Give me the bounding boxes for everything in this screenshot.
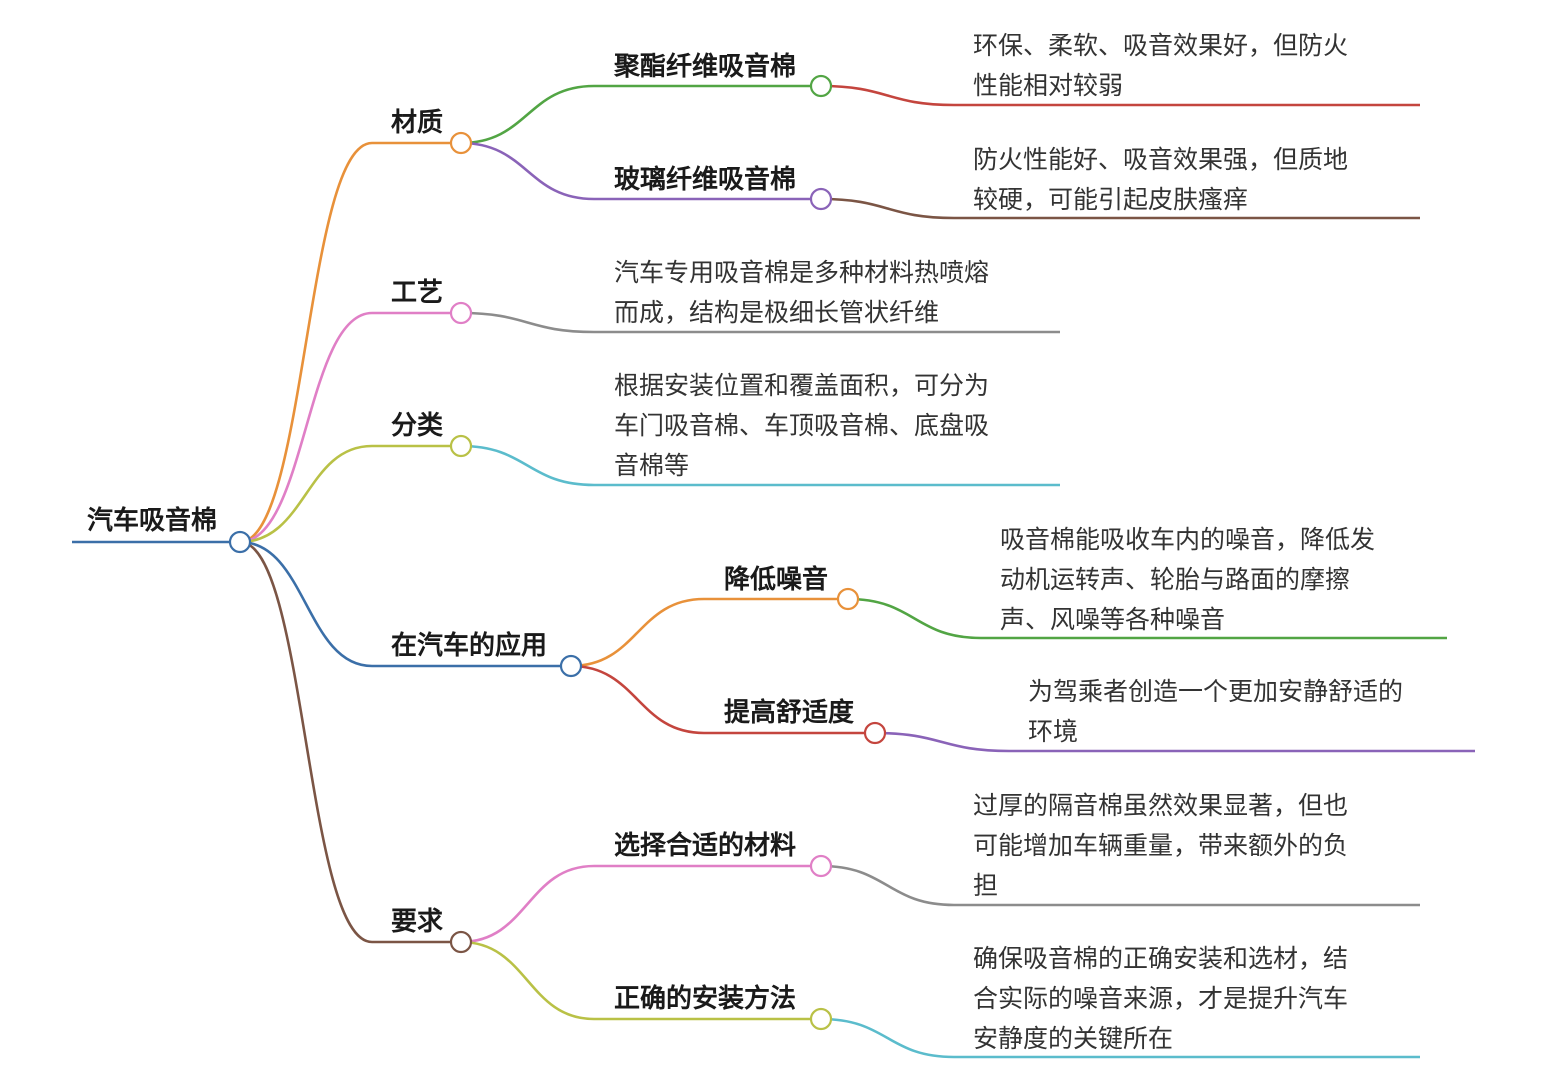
sub-label-noise-reduction[interactable]: 降低噪音 <box>724 565 829 595</box>
sub-label-material-choice[interactable]: 选择合适的材料 <box>614 831 797 861</box>
child-node-circle-4-0[interactable] <box>809 854 833 878</box>
edge-child-3-0-to-leaf <box>847 597 982 640</box>
child-node-circle-0-1[interactable] <box>809 187 833 211</box>
sub-label-glass-fiber[interactable]: 玻璃纤维吸音棉 <box>614 165 797 195</box>
edge-child-3-1-to-leaf <box>874 731 1010 753</box>
edge-branch-3-to-child-1 <box>570 664 705 735</box>
branch-label-requirements[interactable]: 要求 <box>391 907 444 937</box>
edge-branch-1-to-leaf <box>460 311 595 334</box>
leaf-text-comfort: 为驾乘者创造一个更加安静舒适的 环境 <box>1028 677 1404 746</box>
leaf-text-material-choice: 过厚的隔音棉虽然效果显著，但也 可能增加车辆重量，带来额外的负 担 <box>973 791 1349 900</box>
edge-child-4-0-to-leaf <box>820 864 955 907</box>
leaf-text-polyester: 环保、柔软、吸音效果好，但防火 性能相对较弱 <box>973 31 1349 100</box>
sub-label-comfort[interactable]: 提高舒适度 <box>724 698 855 728</box>
branch-node-circle-3[interactable] <box>559 654 583 678</box>
edge-root-to-branch-3 <box>239 540 373 668</box>
edge-root-to-branch-4 <box>239 540 373 944</box>
edge-branch-0-to-child-1 <box>460 141 595 201</box>
edge-branch-0-to-child-0 <box>460 84 595 145</box>
edge-branch-4-to-child-0 <box>460 864 595 944</box>
leaf-text-glass-fiber: 防火性能好、吸音效果强，但质地 较硬，可能引起皮肤瘙痒 <box>973 145 1349 214</box>
leaf-text-installation: 确保吸音棉的正确安装和选材，结 合实际的噪音来源，才是提升汽车 安静度的关键所在 <box>973 944 1349 1053</box>
edges-layer <box>72 84 1475 1059</box>
child-node-circle-4-1[interactable] <box>809 1007 833 1031</box>
branch-node-circle-2[interactable] <box>449 434 473 458</box>
leaf-text-category: 根据安装位置和覆盖面积，可分为 车门吸音棉、车顶吸音棉、底盘吸 音棉等 <box>614 371 990 480</box>
branch-label-category[interactable]: 分类 <box>391 411 444 441</box>
edge-root-to-branch-2 <box>239 444 373 544</box>
branch-node-circle-1[interactable] <box>449 301 473 325</box>
root-node-circle[interactable] <box>228 530 252 554</box>
sub-label-polyester[interactable]: 聚酯纤维吸音棉 <box>614 52 797 82</box>
edge-branch-4-to-child-1 <box>460 940 595 1021</box>
edge-root-to-branch-0 <box>239 141 373 544</box>
leaf-text-process: 汽车专用吸音棉是多种材料热喷熔 而成，结构是极细长管状纤维 <box>614 258 990 327</box>
edge-branch-3-to-child-0 <box>570 597 705 668</box>
edge-root-to-branch-1 <box>239 311 373 544</box>
root-label[interactable]: 汽车吸音棉 <box>87 506 218 536</box>
node-circles-layer <box>228 74 887 1031</box>
branch-node-circle-4[interactable] <box>449 930 473 954</box>
branch-label-material[interactable]: 材质 <box>391 108 444 138</box>
leaf-text-noise-reduction: 吸音棉能吸收车内的噪音，降低发 动机运转声、轮胎与路面的摩擦 声、风噪等各种噪音 <box>1000 525 1376 634</box>
child-node-circle-0-0[interactable] <box>809 74 833 98</box>
branch-node-circle-0[interactable] <box>449 131 473 155</box>
edge-child-4-1-to-leaf <box>820 1017 955 1059</box>
sub-label-installation[interactable]: 正确的安装方法 <box>614 984 797 1014</box>
branch-label-application[interactable]: 在汽车的应用 <box>391 631 548 661</box>
child-node-circle-3-1[interactable] <box>863 721 887 745</box>
edge-child-0-0-to-leaf <box>820 84 955 107</box>
edge-child-0-1-to-leaf <box>820 197 955 220</box>
edge-branch-2-to-leaf <box>460 444 595 487</box>
child-node-circle-3-0[interactable] <box>836 587 860 611</box>
branch-label-process[interactable]: 工艺 <box>391 278 444 308</box>
